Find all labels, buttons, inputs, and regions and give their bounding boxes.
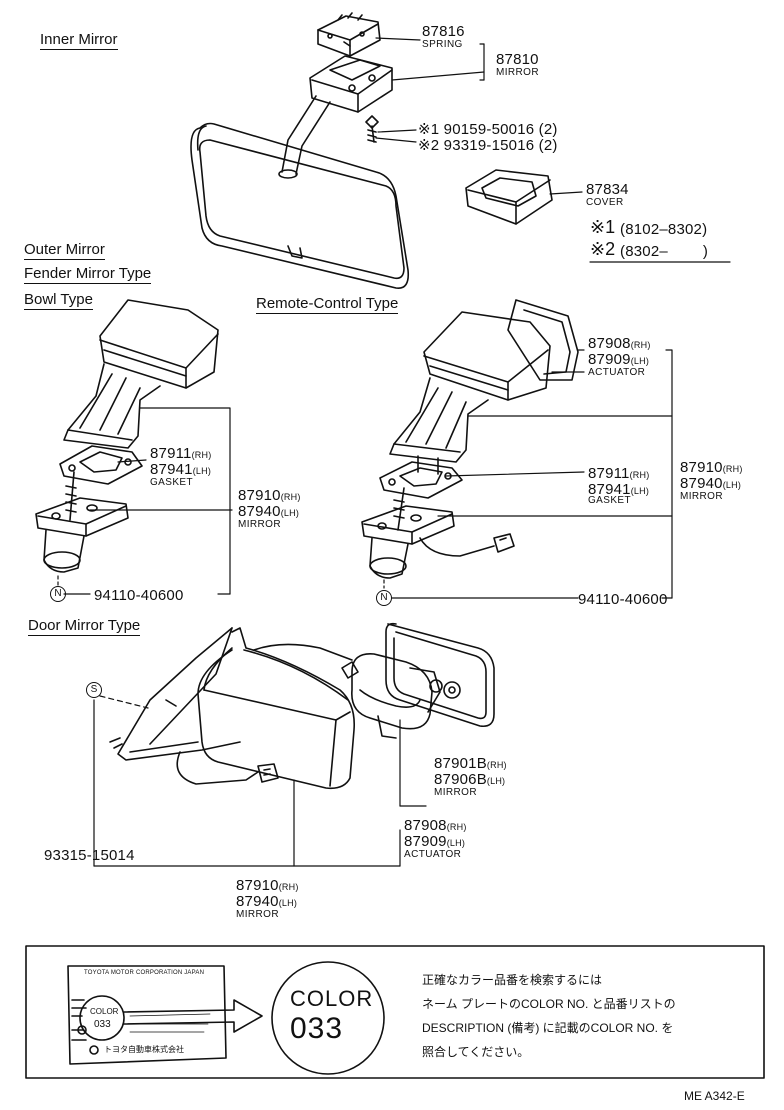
inner-mirror-arm (278, 95, 331, 179)
plate-maker-jp: トヨタ自動車株式会社 (104, 1045, 184, 1054)
note1-range: (8102–8302) (620, 221, 708, 238)
bowl-mirror-rh: 87910(RH) (238, 487, 301, 504)
inner-mirror-spring (317, 12, 381, 57)
heading-door-mirror-type: Door Mirror Type (28, 617, 141, 636)
heading-inner-mirror: Inner Mirror (40, 31, 118, 50)
remote-mirror-lh: 87940(LH) (680, 475, 742, 492)
door-mirror-base (109, 627, 241, 761)
door-leaders (93, 695, 427, 867)
inner-mirror-mount (309, 55, 393, 113)
heading-remote-control-type: Remote-Control Type (256, 295, 399, 314)
notice-line-2: ネーム プレートのCOLOR NO. と品番リストの (422, 997, 676, 1011)
notice-line-1: 正確なカラー品番を検索するには (422, 973, 603, 987)
bowl-mirror-label: MIRROR (238, 519, 281, 530)
heading-bowl-type: Bowl Type (24, 291, 93, 310)
bowl-gasket-label: GASKET (150, 477, 193, 488)
remote-gasket-lh: 87941(LH) (588, 481, 650, 498)
door-glass-label: MIRROR (434, 787, 477, 798)
remote-gasket (379, 461, 463, 499)
remote-gasket-rh: 87911(RH) (588, 465, 650, 482)
inner-mirror-body (190, 122, 410, 289)
remote-actuator-rh: 87908(RH) (588, 335, 651, 352)
remote-mirror-head (423, 311, 551, 401)
heading-fender-mirror-type: Fender Mirror Type (24, 265, 152, 284)
door-mirror-actuator (341, 653, 443, 739)
note2-mark: ※2 (590, 239, 616, 259)
remote-wire-connector (419, 533, 515, 557)
door-glass-lh: 87906B(LH) (434, 771, 506, 788)
door-mirror-wire (176, 643, 353, 785)
door-mirror-glass (385, 622, 495, 728)
remote-base (361, 505, 455, 579)
name-plate (67, 965, 227, 1065)
remote-mirror-rh: 87910(RH) (680, 459, 743, 476)
bowl-base (35, 497, 129, 573)
inner-spring-label: SPRING (422, 39, 463, 50)
plate-color-word: COLOR (90, 1007, 119, 1016)
inner-cover-label: COVER (586, 197, 624, 208)
bowl-bolt (65, 471, 77, 521)
callout-color-word: COLOR (290, 986, 374, 1011)
door-glass-rh: 87901B(RH) (434, 755, 507, 772)
arrow-to-color (123, 999, 263, 1033)
bowl-mirror-head (99, 299, 219, 389)
inner-spring-part-number: 87816 (422, 23, 465, 40)
door-screw-part-number: 93315-15014 (44, 847, 135, 864)
inner-screw-2: ※2 93319-15016 (2) (418, 137, 558, 154)
bowl-gasket-rh: 87911(RH) (150, 445, 212, 462)
plate-maker: TOYOTA MOTOR CORPORATION JAPAN (84, 970, 205, 976)
bowl-mirror-stay (63, 363, 161, 449)
bowl-gasket-lh: 87941(LH) (150, 461, 212, 478)
note1-mark: ※1 (590, 217, 616, 237)
inner-mirror-label: MIRROR (496, 67, 539, 78)
inner-mirror-part-number: 87810 (496, 51, 539, 68)
door-screw-mark: S (86, 682, 102, 698)
inner-leaders (375, 37, 731, 263)
notice-line-3: DESCRIPTION (備考) に記載のCOLOR NO. を (422, 1021, 674, 1035)
door-actuator-rh: 87908(RH) (404, 817, 467, 834)
color-callout-circle (271, 961, 385, 1075)
inner-mirror-cover (465, 169, 553, 225)
bowl-nut-part-number: 94110-40600 (94, 587, 184, 604)
door-mirror-rh: 87910(RH) (236, 877, 299, 894)
bowl-gasket (59, 445, 143, 485)
remote-mirror-stay (389, 377, 489, 475)
remote-actuator-lh: 87909(LH) (588, 351, 650, 368)
callout-color-code: 033 (290, 1012, 344, 1045)
bowl-mirror-lh: 87940(LH) (238, 503, 300, 520)
remote-nut-part-number: 94110-40600 (578, 591, 668, 608)
door-actuator-lh: 87909(LH) (404, 833, 466, 850)
note2-range: (8302– ) (620, 243, 709, 260)
bowl-nut-mark: N (50, 586, 66, 602)
notice-line-4: 照合してください。 (422, 1045, 530, 1059)
remote-mirror-glass (507, 299, 579, 381)
door-actuator-label: ACTUATOR (404, 849, 462, 860)
door-mirror-label: MIRROR (236, 909, 279, 920)
inner-mirror-screw (365, 115, 379, 143)
color-note-box (25, 945, 765, 1079)
remote-gasket-label: GASKET (588, 495, 631, 506)
remote-nut-mark: N (376, 590, 392, 606)
page-code: ME A342-E (684, 1089, 745, 1103)
bowl-leaders (57, 407, 233, 595)
door-mirror-lh: 87940(LH) (236, 893, 298, 910)
inner-screw-1: ※1 90159-50016 (2) (418, 121, 558, 138)
plate-color-code: 033 (94, 1019, 111, 1030)
remote-actuator-label: ACTUATOR (588, 367, 646, 378)
inner-cover-part-number: 87834 (586, 181, 629, 198)
heading-outer-mirror: Outer Mirror (24, 241, 105, 260)
remote-mirror-label: MIRROR (680, 491, 723, 502)
remote-leaders (383, 349, 673, 599)
